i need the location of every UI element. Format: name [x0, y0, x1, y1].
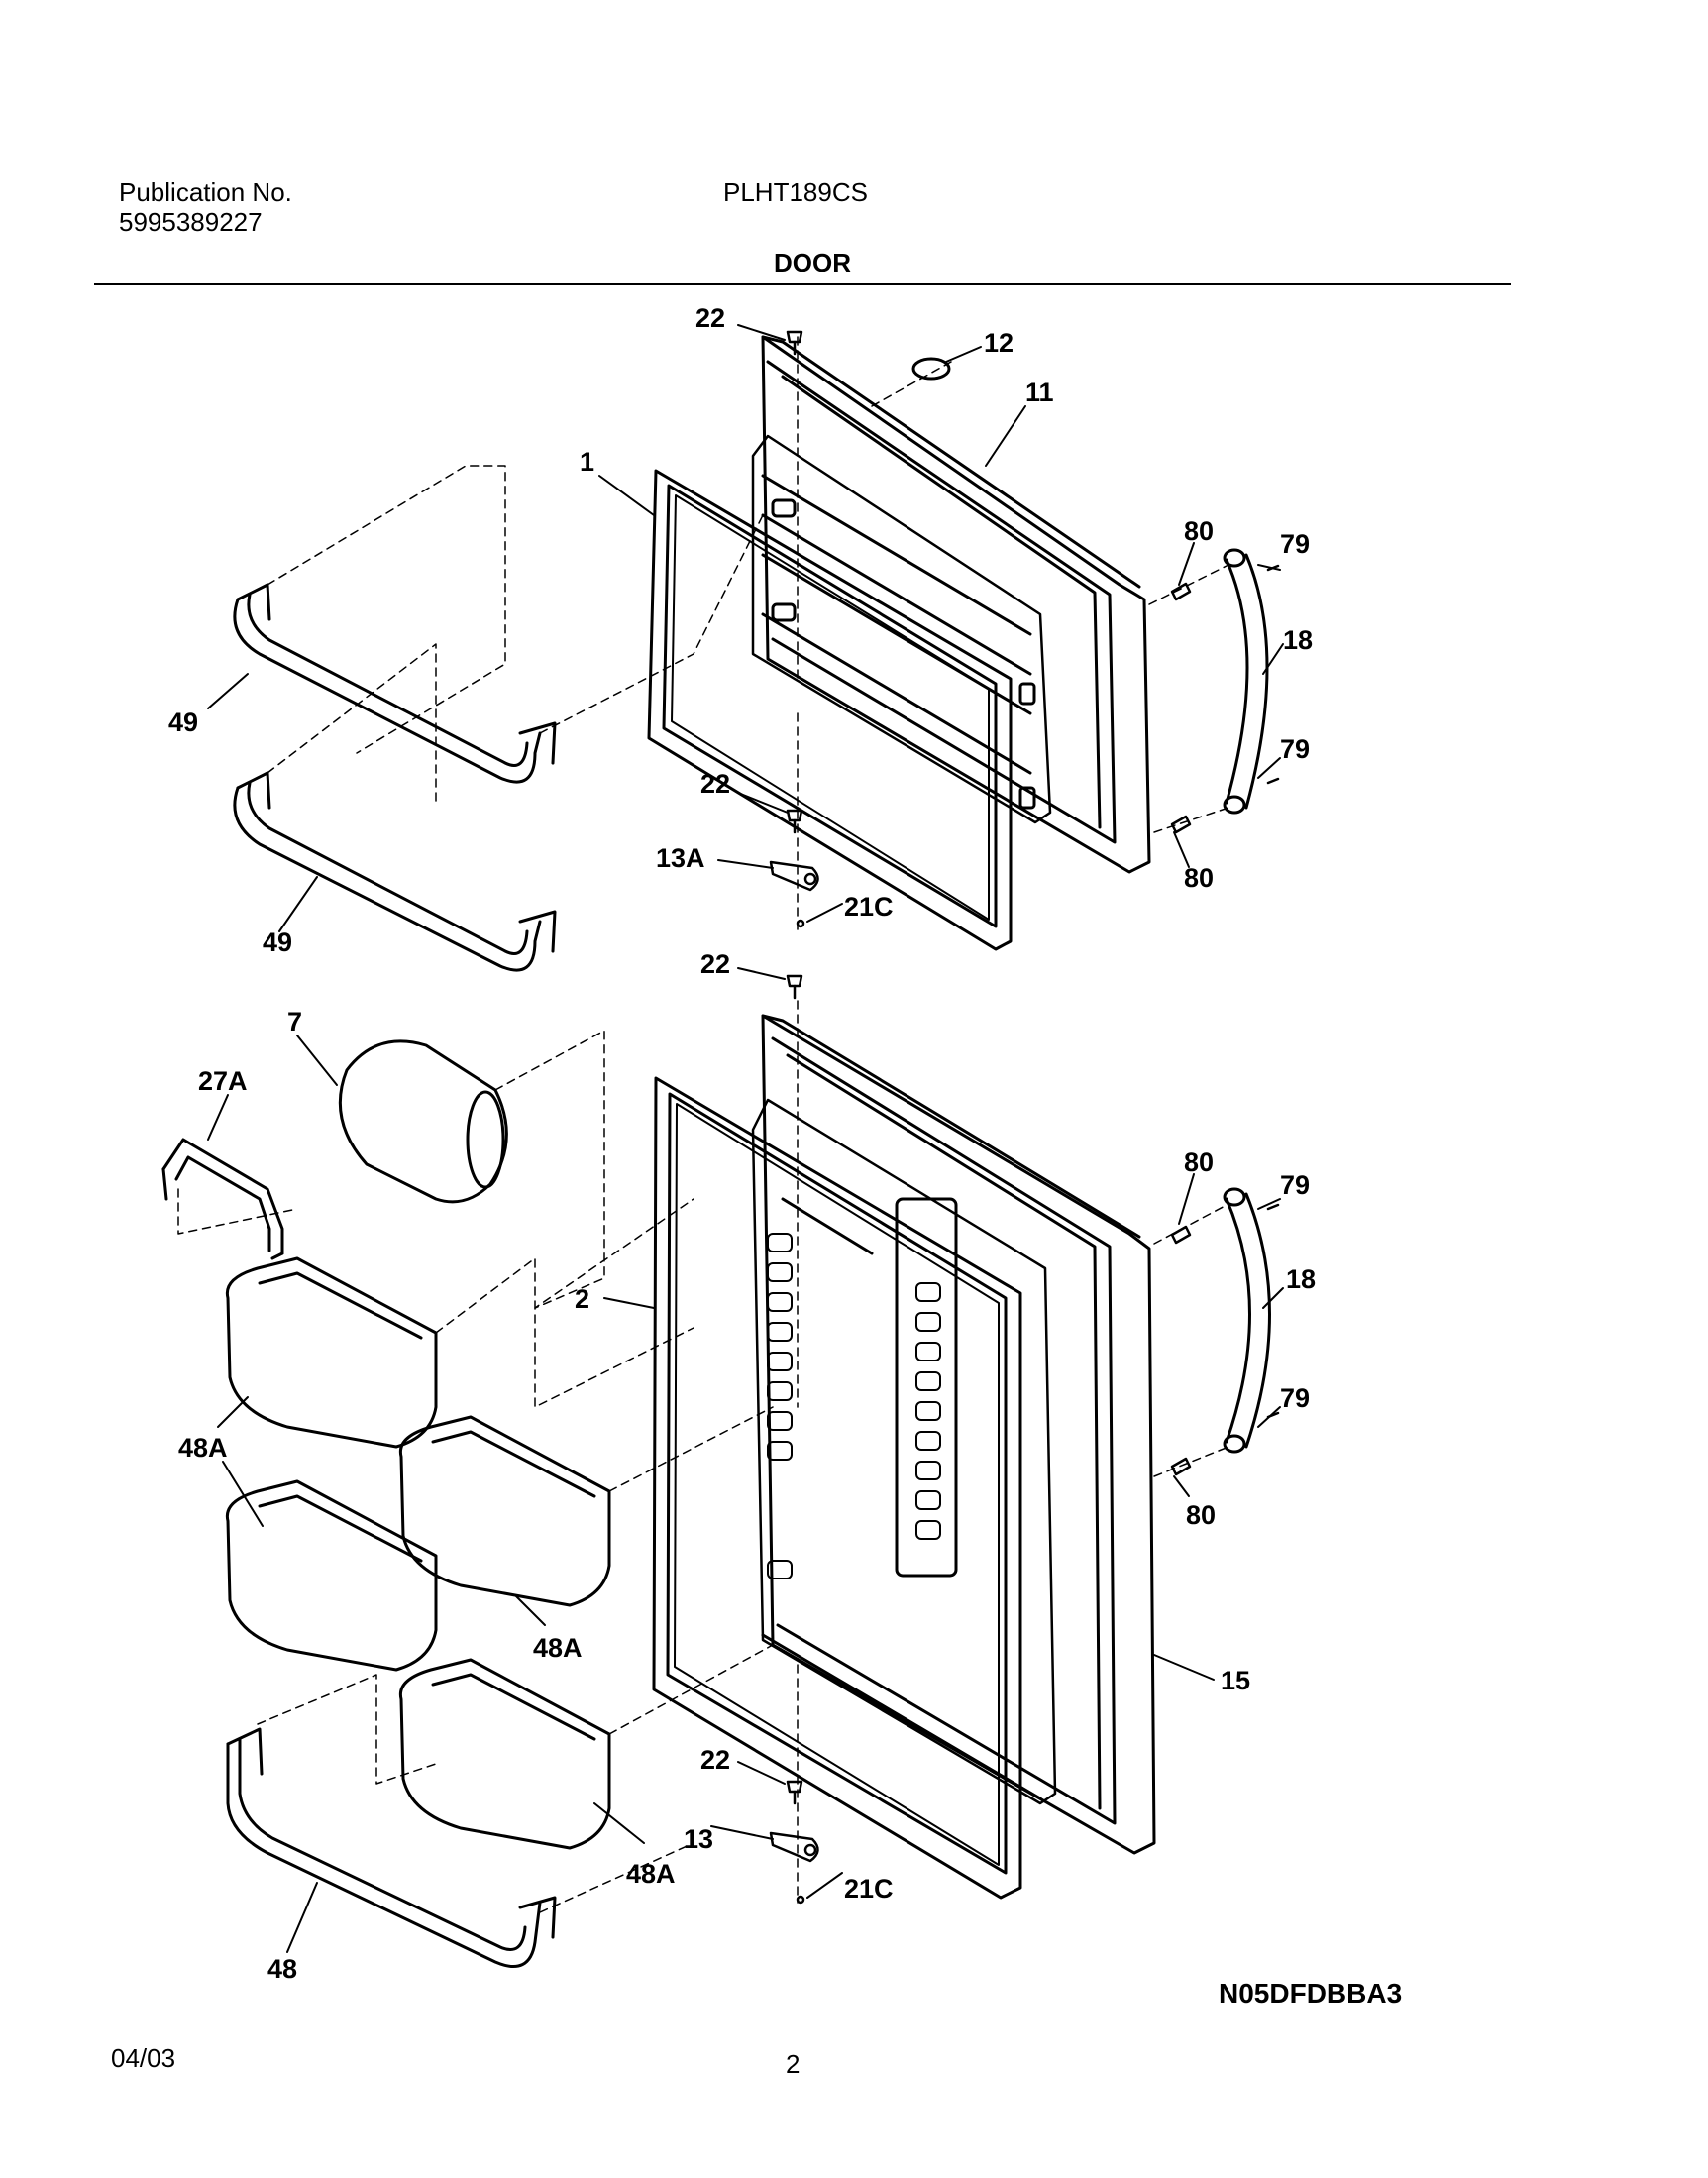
callout-80: 80: [1184, 516, 1214, 546]
callout-79: 79: [1280, 1383, 1310, 1413]
publication-number: 5995389227: [119, 207, 263, 237]
upper-door-handle: [1223, 548, 1269, 815]
callout-22: 22: [700, 769, 730, 799]
callout-49: 49: [263, 927, 292, 957]
callout-27A: 27A: [198, 1066, 248, 1096]
callout-18: 18: [1283, 625, 1313, 655]
callout-79: 79: [1280, 529, 1310, 559]
callout-48A: 48A: [626, 1859, 676, 1889]
freezer-door-gasket: [647, 469, 1013, 951]
callout-13: 13: [684, 1824, 713, 1854]
freezer-door-panel: [751, 335, 1151, 874]
callout-18: 18: [1286, 1264, 1316, 1294]
callout-49: 49: [168, 708, 198, 737]
door-shelf-rail-upper: [233, 583, 557, 784]
callout-79: 79: [1280, 1170, 1310, 1200]
leader-lines: [207, 324, 1284, 1953]
footer-date: 04/03: [111, 2043, 176, 2073]
publication-label: Publication No.: [119, 177, 292, 207]
callout-1: 1: [580, 447, 594, 477]
door-shelf-rail-middle: [233, 771, 557, 972]
callout-11: 11: [1025, 378, 1054, 407]
plug-button: [911, 357, 951, 381]
diagram-code: N05DFDBBA3: [1219, 1978, 1403, 2009]
dairy-compartment: [338, 1039, 508, 1204]
callout-80: 80: [1184, 1147, 1214, 1177]
callout-2: 2: [575, 1284, 589, 1314]
callout-15: 15: [1221, 1666, 1250, 1695]
fresh-food-door-panel: [751, 1014, 1156, 1855]
door-bin-lower-right: [398, 1658, 611, 1850]
hinge-hardware: [769, 330, 819, 1905]
callout-labels: 22 12 11 1 80 79 18 49 49 22 13A 21C 79 …: [168, 303, 1316, 1984]
callout-22: 22: [700, 1745, 730, 1775]
door-bin-lower-left: [225, 1479, 438, 1672]
callout-48A: 48A: [533, 1633, 583, 1663]
door-bin-upper-right: [398, 1415, 611, 1607]
callout-22: 22: [695, 303, 725, 333]
callout-7: 7: [287, 1007, 302, 1036]
dairy-door-handle: [161, 1138, 284, 1260]
callout-80: 80: [1186, 1500, 1216, 1530]
lower-door-handle: [1223, 1187, 1271, 1454]
callout-48: 48: [267, 1954, 297, 1984]
callout-13A: 13A: [656, 843, 705, 873]
alignment-lines: [177, 336, 1229, 1913]
section-title: DOOR: [774, 248, 851, 277]
callout-79: 79: [1280, 734, 1310, 764]
fresh-food-door-gasket: [652, 1076, 1022, 1900]
header-rule: [94, 283, 1511, 285]
door-shelf-rail-bottom: [226, 1727, 557, 1968]
door-bin-upper-left: [225, 1256, 438, 1449]
handle-fasteners: [1170, 564, 1280, 1476]
callout-12: 12: [984, 328, 1014, 358]
callout-48A: 48A: [178, 1433, 228, 1463]
page-number: 2: [786, 2049, 801, 2079]
callout-80: 80: [1184, 863, 1214, 893]
callout-22: 22: [700, 949, 730, 979]
model-number: PLHT189CS: [723, 177, 868, 207]
callout-21C: 21C: [844, 1874, 894, 1904]
callout-21C: 21C: [844, 892, 894, 922]
